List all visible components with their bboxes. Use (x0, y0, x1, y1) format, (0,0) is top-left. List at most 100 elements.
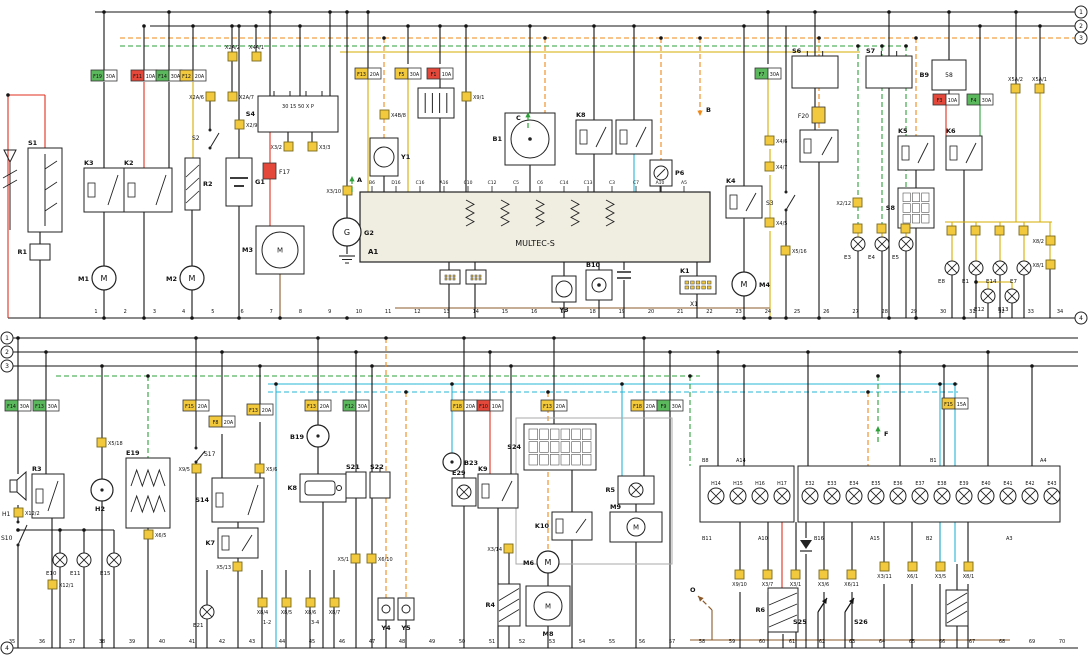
junction-dot (642, 336, 646, 340)
connector-X9/10 (734, 569, 745, 580)
relay-contact (247, 484, 259, 516)
lamp-cross (958, 490, 970, 502)
grid-cell (539, 441, 549, 453)
fuse-amp: 10A (146, 74, 156, 80)
lamp-label: E12 (974, 307, 984, 313)
junction-dot (914, 316, 918, 320)
hatch-line (185, 190, 200, 204)
junction-dot (82, 528, 86, 532)
grid-cell (701, 285, 706, 290)
track-number: 12 (414, 309, 420, 315)
grid-cell (539, 454, 549, 466)
connector-X5A/2 (1010, 83, 1021, 94)
relay-coil (803, 138, 812, 154)
track-number: 52 (519, 639, 525, 645)
junction-dot (784, 316, 788, 320)
lamp-cross (630, 484, 642, 496)
fuse-amp-box (355, 399, 370, 412)
rail-ref (1074, 311, 1088, 325)
junction-dot (258, 364, 262, 368)
relay-contact (501, 480, 513, 502)
track-number: 23 (735, 309, 741, 315)
fuse-amp-box (192, 69, 207, 82)
lamp-cross (970, 262, 982, 274)
label: E19 (126, 449, 140, 457)
relay-coil (949, 145, 958, 161)
fuse-amp-box (195, 399, 210, 412)
hatch-line (498, 609, 520, 622)
connector-X8/1 (963, 561, 974, 572)
label: R2 (203, 180, 213, 188)
track-number: 4 (182, 309, 185, 315)
grid-cell (474, 274, 478, 278)
grid-cell (684, 280, 689, 285)
connector-X4/7 (764, 161, 775, 172)
label: K9 (478, 465, 488, 473)
relay-coil (555, 518, 564, 534)
lamp-label: E34 (849, 481, 858, 487)
junction-dot (742, 316, 746, 320)
junction-dot (632, 24, 636, 28)
junction-dot (102, 316, 106, 320)
label: M3 (242, 246, 253, 254)
junction-dot (1030, 364, 1034, 368)
lamp-label: E38 (937, 481, 946, 487)
track-number: 58 (699, 639, 705, 645)
track-number: 41 (189, 639, 195, 645)
motor-label: M4 (759, 281, 770, 289)
junction-dot (953, 382, 957, 386)
fuse-amp-box (103, 69, 118, 82)
connector-label: X3/11 (877, 574, 892, 580)
ref-arrow-head (821, 598, 827, 604)
grid-cell (582, 428, 592, 440)
ign-contact (44, 202, 58, 212)
lamp-cross (900, 238, 912, 250)
lamp-cross (994, 262, 1006, 274)
fuse-name: F13 (357, 72, 366, 78)
connector-label: X9/10 (732, 582, 747, 588)
fuse-amp: 30A (106, 74, 116, 80)
junction-dot (668, 350, 672, 354)
motor-M2 (179, 265, 205, 291)
connector-label: X2A/2 (225, 45, 240, 51)
label: K10 (535, 522, 550, 530)
label: Y5 (400, 624, 411, 632)
connector-pin (876, 223, 887, 234)
box-K9 (477, 473, 519, 509)
rail-ref-number: 4 (5, 645, 9, 652)
junction-dot (528, 24, 532, 28)
lamp-cross (54, 554, 66, 566)
ref-arrow-head (349, 176, 355, 182)
connector-label: X9/1 (473, 95, 484, 101)
component-G2 (332, 217, 362, 247)
connector-X12/2 (13, 507, 24, 518)
box-K2 (123, 167, 173, 213)
fuse-name: F15 (944, 402, 953, 408)
junction-dot (237, 316, 241, 320)
junction-dot (1014, 10, 1018, 14)
rail-ref-number: 4 (1079, 315, 1083, 322)
fuse-amp: 30A (770, 72, 780, 78)
relay-coil (619, 129, 628, 145)
connector-X8/4 (257, 597, 268, 608)
fuse-amp: 30A (410, 72, 420, 78)
junction-dot (688, 374, 692, 378)
ecu-pin-label: A5 (681, 180, 687, 186)
connector-label: X3/10 (326, 189, 341, 195)
track-number: 48 (399, 639, 405, 645)
track-number: 38 (99, 639, 105, 645)
fuse-amp: 20A (224, 420, 234, 426)
track-number: 25 (794, 309, 800, 315)
resistor-zigzag (465, 199, 475, 227)
connector-X3/1 (790, 569, 801, 580)
lamp-label: E4 (868, 255, 875, 261)
lamp-cross (870, 490, 882, 502)
relay-contact (635, 126, 647, 148)
junction-dot (866, 390, 870, 394)
label: S3 (766, 200, 774, 207)
hatch-line (946, 592, 968, 606)
fuse-name: F15 (185, 404, 194, 410)
connector-label: X5/13 (216, 565, 231, 571)
fuse-amp-box (979, 93, 994, 106)
fuse-amp-box (945, 93, 960, 106)
